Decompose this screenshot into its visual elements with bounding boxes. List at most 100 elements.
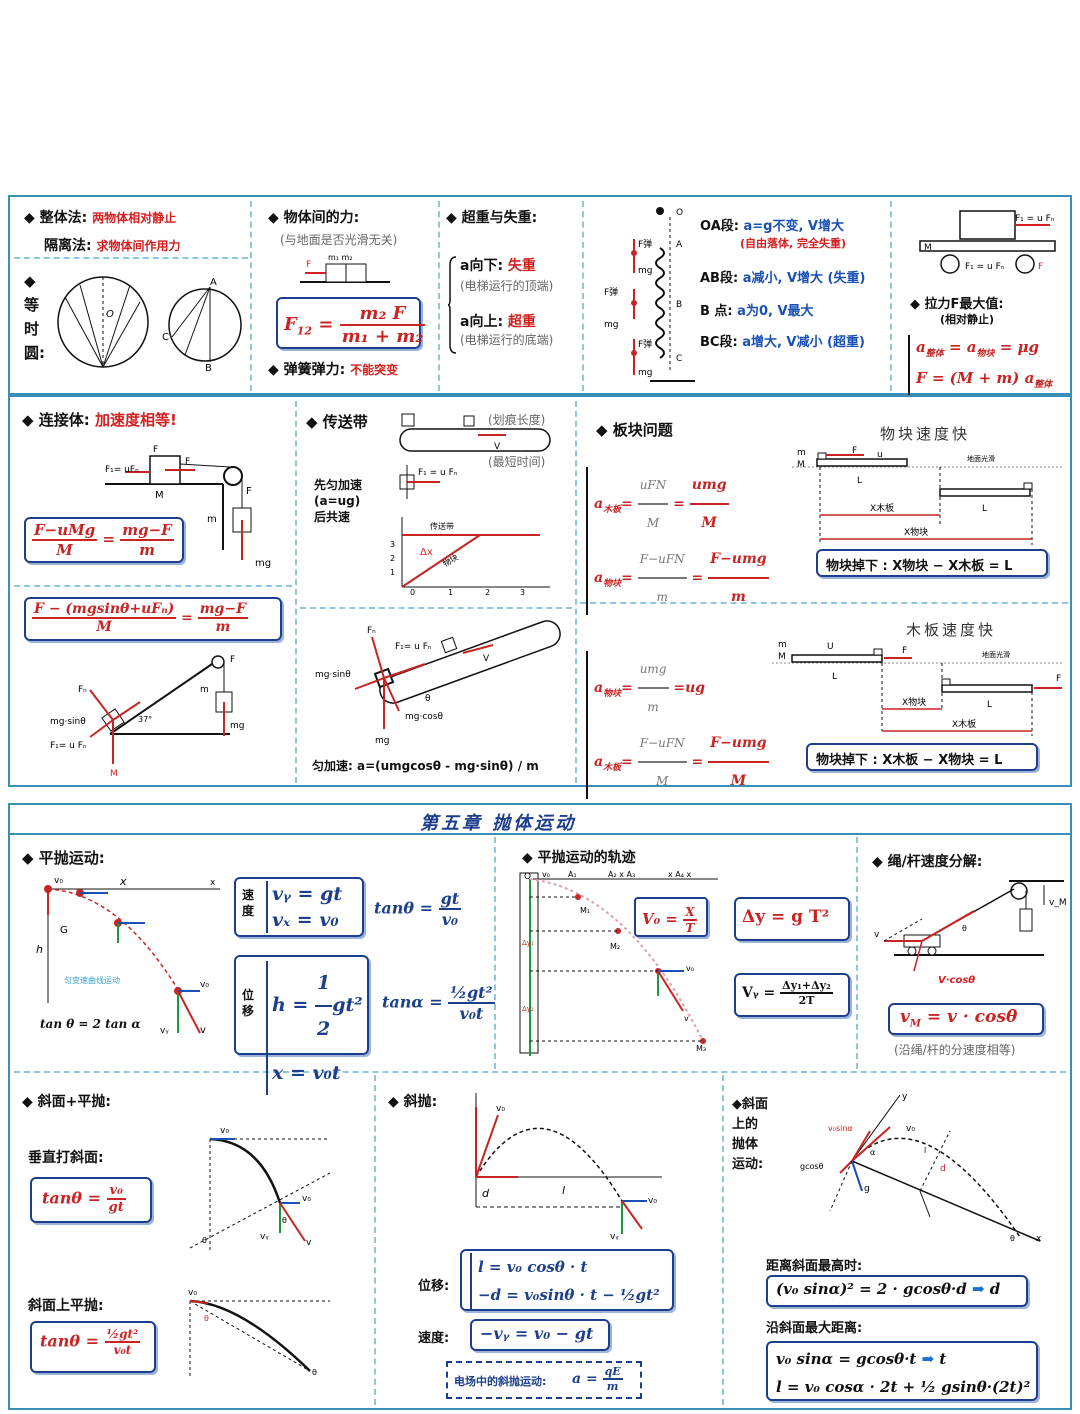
svg-text:l: l [562, 1184, 565, 1197]
svg-text:l: l [924, 1146, 926, 1155]
equal-time-circle-title: ◆等时圆: [24, 272, 45, 362]
svg-text:B: B [205, 363, 212, 374]
svg-text:L: L [982, 504, 987, 514]
svg-text:x A₄ x: x A₄ x [668, 870, 692, 879]
belt-accel: 匀加速: a=(umgcosθ - mg·sinθ) / m [312, 759, 539, 773]
svg-text:F弹: F弹 [604, 286, 618, 298]
svg-text:V: V [483, 654, 490, 664]
plank-faster-label: 木板速度快 [906, 621, 997, 639]
svg-text:F弹: F弹 [638, 238, 652, 250]
oblique-disp-label: 位移: [418, 1279, 450, 1294]
plank-drop-1: 物块掉下 : X物块 − X木板 = L [816, 549, 1048, 577]
svg-text:地面光滑: 地面光滑 [982, 650, 1010, 659]
two-block-diagram: F m₁ m₂ [300, 253, 390, 283]
svg-text:2: 2 [390, 554, 395, 563]
trajectory-title: ◆ 平抛运动的轨迹 [522, 850, 636, 866]
svg-text:U: U [827, 642, 834, 652]
svg-text:F: F [902, 646, 907, 656]
svg-text:v₀: v₀ [54, 876, 63, 886]
svg-text:h: h [36, 943, 43, 956]
rope-note: (沿绳/杆的分速度相等) [894, 1043, 1016, 1057]
svg-text:F₁ = u Fₙ: F₁ = u Fₙ [1015, 214, 1055, 224]
svg-text:v₀: v₀ [220, 1126, 229, 1136]
oblique-speed-box: −vᵧ = v₀ − gt [470, 1319, 610, 1351]
svg-text:x: x [210, 878, 216, 888]
svg-text:F: F [153, 445, 158, 455]
max-pull-title: ◆ 拉力F最大值: [910, 297, 1004, 312]
on-slope-label: 斜面上平抛: [28, 1298, 104, 1314]
svg-text:L: L [832, 672, 837, 682]
svg-text:传送带: 传送带 [430, 521, 454, 531]
svg-text:d: d [940, 1164, 946, 1174]
svg-text:vᵧ: vᵧ [160, 1026, 169, 1036]
svg-text:M: M [778, 652, 786, 662]
svg-text:gcosθ: gcosθ [800, 1162, 824, 1171]
svg-text:v₀: v₀ [496, 1104, 505, 1114]
pulley-diagram: F₁= uFₙ F F M m F mg [105, 445, 271, 569]
svg-text:2: 2 [485, 588, 490, 597]
svg-text:地面光滑: 地面光滑 [967, 454, 995, 463]
svg-text:F: F [1056, 674, 1061, 684]
svg-text:v₀: v₀ [302, 1194, 311, 1204]
rope-title: ◆ 绳/杆速度分解: [872, 854, 983, 870]
chapter-title: 第五章 抛体运动 [420, 813, 577, 834]
middle-panel: ◆ 连接体: 加速度相等! F₁= uFₙ F F M m F mg F−uMg… [8, 395, 1072, 799]
svg-text:3: 3 [390, 540, 395, 549]
svg-text:X木板: X木板 [870, 502, 894, 514]
svg-text:θ: θ [282, 1216, 287, 1225]
svg-text:F: F [306, 260, 311, 270]
plank-title: ◆ 板块问题 [596, 421, 673, 439]
svg-text:V: V [494, 442, 501, 452]
svg-text:mg: mg [638, 266, 652, 276]
flat-projectile-title: ◆ 平抛运动: [22, 849, 105, 867]
svg-text:F₁= uFₙ: F₁= uFₙ [105, 465, 139, 475]
delta-y-box: Δy = g T² [734, 897, 850, 941]
svg-text:v_M: v_M [1049, 898, 1067, 908]
isolation-method-title: 隔离法: 求物体间作用力 [44, 238, 181, 254]
b-point: B 点: a为0, V最大 [700, 304, 814, 319]
svg-text:Fₙ: Fₙ [367, 626, 376, 636]
svg-text:g: g [864, 1184, 870, 1194]
sloped-title: ◆斜面上的抛体运动: [732, 1097, 769, 1172]
svg-text:x: x [119, 875, 127, 888]
svg-text:F弹: F弹 [638, 338, 652, 350]
plank-drop-2: 物块掉下 : X木板 − X物块 = L [806, 743, 1038, 771]
belt-title: ◆ 传送带 [306, 413, 368, 431]
svg-text:mg: mg [375, 736, 389, 746]
svg-text:F: F [230, 655, 235, 665]
rope-diagram: v v_M θ [874, 880, 1067, 972]
max-pull-note: (相对静止) [940, 313, 995, 326]
on-slope-diagram: v₀θ θ [188, 1288, 330, 1377]
svg-text:O: O [106, 309, 114, 320]
svg-text:θ: θ [204, 1314, 209, 1323]
block-faster-label: 物块速度快 [880, 425, 971, 443]
svg-text:mg: mg [638, 368, 652, 378]
svg-text:v: v [874, 930, 880, 940]
svg-text:X木板: X木板 [952, 718, 976, 730]
inter-force-note: (与地面是否光滑无关) [280, 233, 398, 247]
svg-text:37°: 37° [138, 715, 152, 724]
inter-force-title: ◆ 物体间的力: [268, 210, 360, 226]
svg-text:m: m [797, 448, 806, 458]
svg-text:θ: θ [962, 924, 967, 933]
slope-flat-title: ◆ 斜面+平抛: [22, 1094, 111, 1110]
svg-text:x: x [1036, 1234, 1042, 1244]
svg-text:vᵧ: vᵧ [260, 1232, 269, 1242]
bc-segment: BC段: a增大, V减小 (超重) [700, 335, 865, 350]
svg-text:M: M [110, 769, 118, 779]
svg-text:v₀: v₀ [648, 1196, 657, 1206]
svg-text:Δx: Δx [420, 547, 433, 558]
svg-text:A: A [210, 277, 217, 288]
svg-text:C: C [676, 354, 682, 364]
